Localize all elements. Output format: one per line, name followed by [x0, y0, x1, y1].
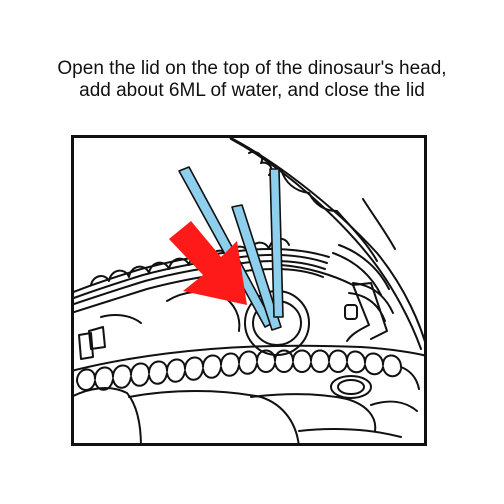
cheek-eye [330, 375, 372, 399]
direction-arrow-icon [169, 221, 247, 305]
water-stream-2 [231, 204, 282, 331]
water-stream-3 [269, 168, 284, 318]
teeth-row [76, 349, 402, 382]
illustration-frame [71, 135, 427, 446]
skull-outline [222, 135, 427, 353]
instruction-text: Open the lid on the top of the dinosaur'… [0, 58, 504, 102]
lid-frame [280, 264, 370, 342]
instruction-line-1: Open the lid on the top of the dinosaur'… [57, 58, 447, 79]
instruction-line-2: add about 6ML of water, and close the li… [79, 80, 425, 101]
dinosaur-head-illustration [71, 135, 427, 446]
